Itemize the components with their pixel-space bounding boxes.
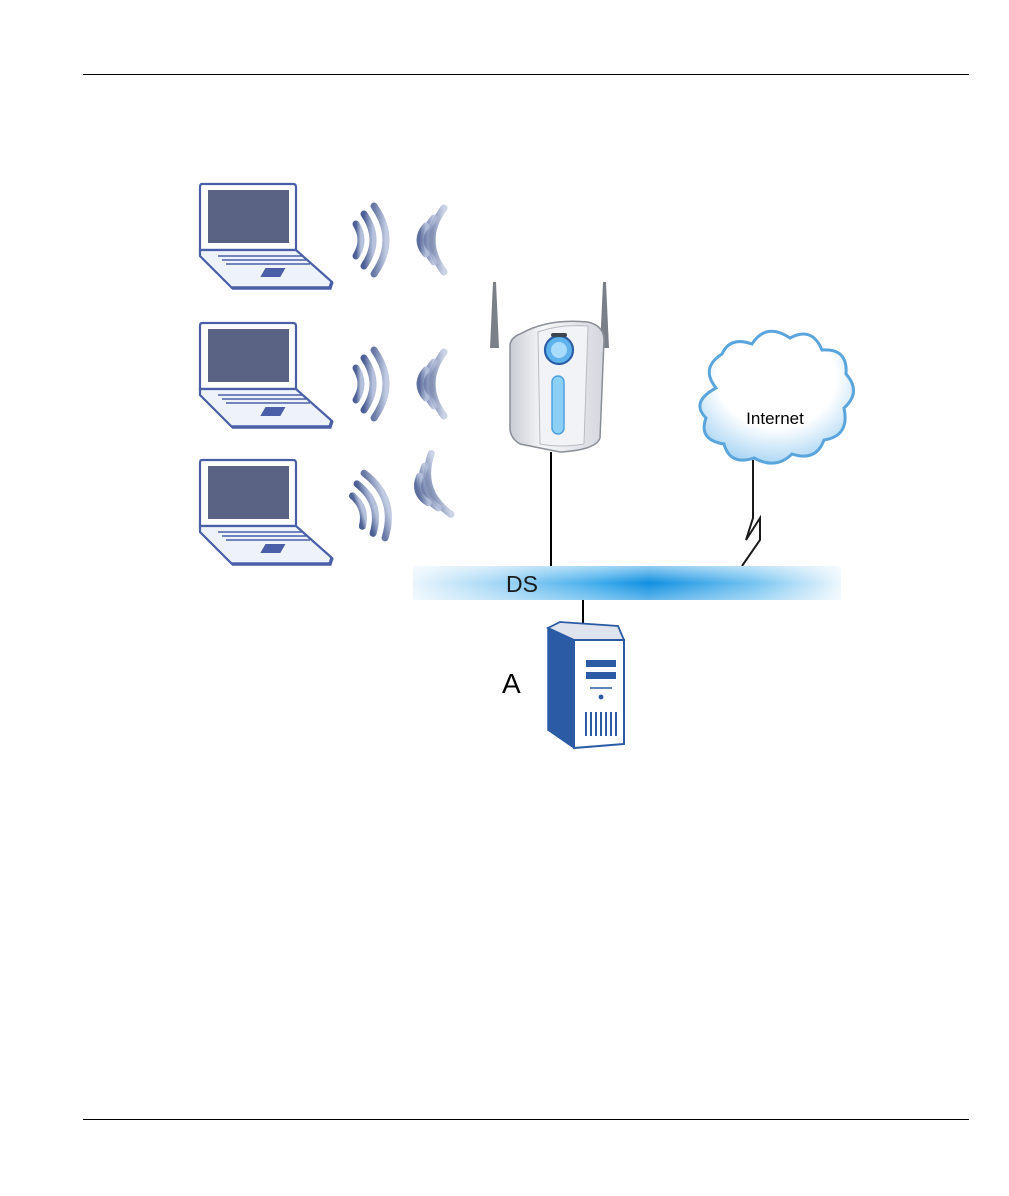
laptop-icon (200, 184, 332, 288)
ds-label: DS (506, 571, 538, 597)
laptop-icon (200, 460, 332, 564)
internet-cloud-icon: Internet (700, 331, 854, 463)
server-label: A (502, 668, 521, 699)
internet-label: Internet (746, 409, 804, 428)
laptop-icon (200, 323, 332, 427)
wireless-signal-icon (356, 350, 444, 418)
wireless-signal-icon (347, 452, 452, 544)
access-point-icon (490, 282, 609, 452)
server-icon (548, 622, 624, 748)
wireless-signal-icon (356, 206, 444, 274)
distribution-system-bar: DS (413, 566, 841, 600)
internet-connection-line (742, 460, 760, 566)
